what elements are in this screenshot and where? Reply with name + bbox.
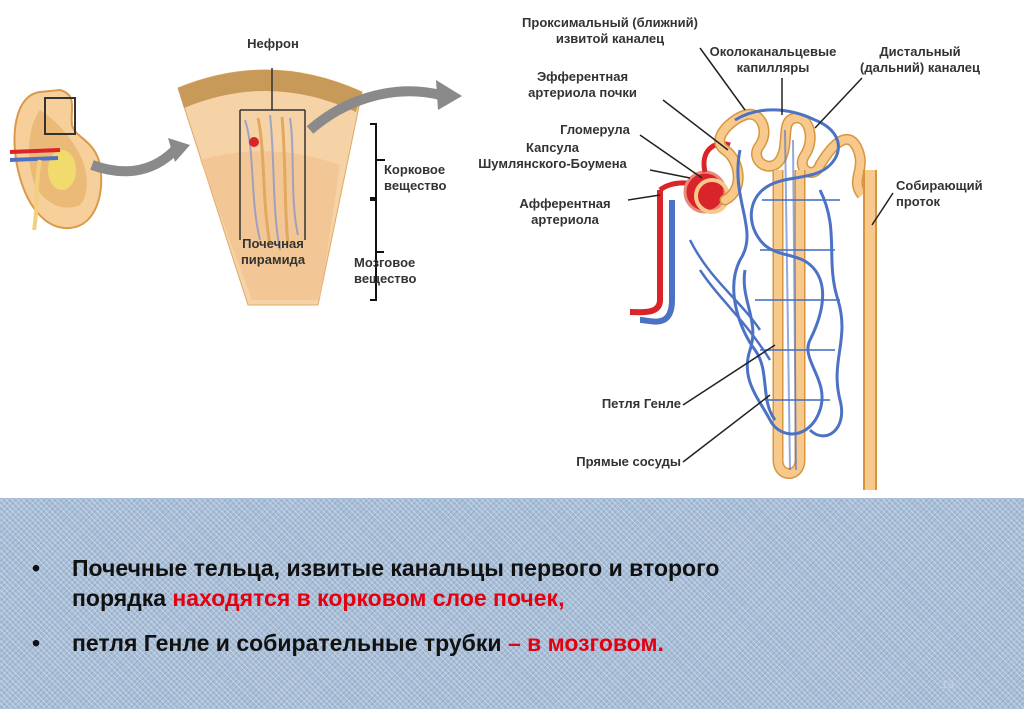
label-bowman-capsule: Капсула Шумлянского-Боумена xyxy=(478,140,627,171)
label-pyramid: Почечная пирамида xyxy=(240,236,306,267)
label-proximal-tubule: Проксимальный (ближний) извитой каналец xyxy=(522,15,698,46)
bullet-marker: • xyxy=(32,630,41,656)
bullet-text-line1: петля Генле и собирательные трубки xyxy=(72,630,508,656)
label-loop-of-henle: Петля Генле xyxy=(601,396,681,411)
text-panel: • Почечные тельца, извитые канальцы перв… xyxy=(0,498,1024,709)
bullet-item: • петля Генле и собирательные трубки – в… xyxy=(32,628,992,660)
zoom-arrow-2 xyxy=(306,86,442,134)
page-number: 13 xyxy=(941,679,954,691)
bullet-marker: • xyxy=(32,555,41,581)
bullet-item: • Почечные тельца, извитые канальцы перв… xyxy=(32,553,992,615)
bullet-text-highlight: – в мозговом. xyxy=(507,630,664,656)
label-medulla: Мозговое вещество xyxy=(354,255,417,286)
label-afferent-arteriole: Афферентная артериола xyxy=(519,196,611,227)
label-peritubular-capillaries: Околоканальцевые капилляры xyxy=(709,44,837,75)
label-collecting-duct: Собирающий проток xyxy=(896,178,983,209)
label-nephron: Нефрон xyxy=(247,36,299,51)
bullet-text-highlight: находятся в корковом слое почек, xyxy=(172,585,565,611)
label-cortex: Корковое вещество xyxy=(384,162,447,193)
label-distal-tubule: Дистальный (дальний) каналец xyxy=(860,44,980,75)
detailed-nephron xyxy=(629,108,877,490)
zoom-arrow-1 xyxy=(90,146,179,177)
renal-pyramid-wedge xyxy=(177,68,363,306)
bullet-text-line1: Почечные тельца, извитые канальцы первог… xyxy=(72,555,720,581)
label-efferent-arteriole: Эфферентная артериола почки xyxy=(528,69,637,100)
label-glomerulus: Гломерула xyxy=(560,122,630,137)
label-vasa-recta: Прямые сосуды xyxy=(576,454,681,469)
bullet-text-line2: порядка xyxy=(72,585,173,611)
nephron-diagram xyxy=(9,47,894,490)
diagram-panel: Нефрон Корковое вещество Мозговое вещест… xyxy=(9,15,983,490)
kidney-illustration xyxy=(9,88,103,231)
